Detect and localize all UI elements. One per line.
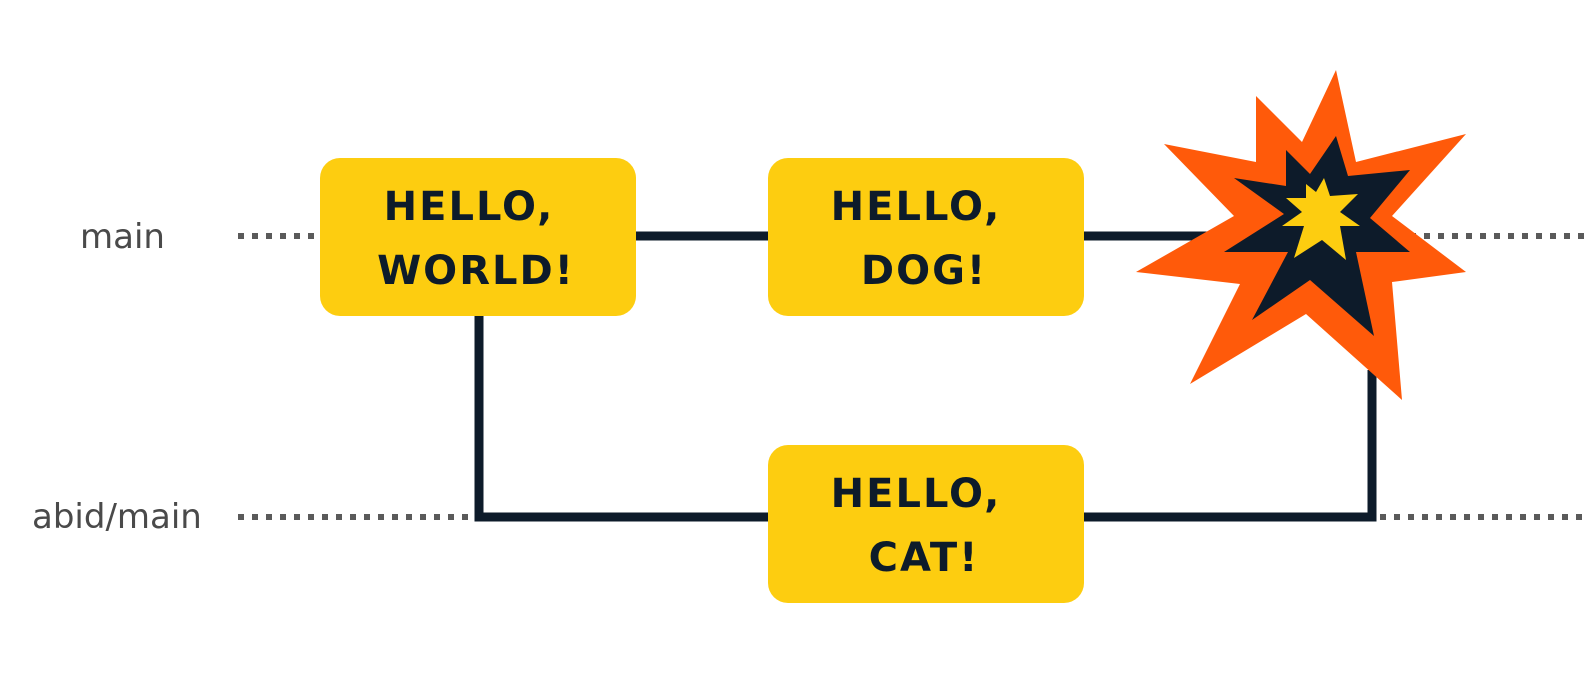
commit-hello-dog: HELLO, DOG! — [768, 158, 1084, 316]
commit-box — [768, 445, 1084, 603]
branch-label-main: main — [80, 217, 165, 257]
commit-hello-world: HELLO, WORLD! — [320, 158, 636, 316]
commit-box — [320, 158, 636, 316]
branch-label-feature: abid/main — [32, 497, 202, 537]
explosion-inner-star — [1282, 178, 1360, 260]
connector-cat-to-merge — [1084, 370, 1377, 522]
commit-text-line2: WORLD! — [377, 248, 575, 294]
explosion-icon — [1136, 70, 1466, 400]
commit-text-line2: CAT! — [869, 535, 980, 581]
commit-text-line1: HELLO, — [831, 184, 1002, 230]
dotted-branch-lines — [238, 233, 1584, 520]
commit-text-line1: HELLO, — [831, 471, 1002, 517]
commit-hello-cat: HELLO, CAT! — [768, 445, 1084, 603]
commit-box — [768, 158, 1084, 316]
connector-world-to-cat — [474, 314, 770, 522]
commit-text-line1: HELLO, — [384, 184, 555, 230]
commit-text-line2: DOG! — [861, 248, 987, 294]
